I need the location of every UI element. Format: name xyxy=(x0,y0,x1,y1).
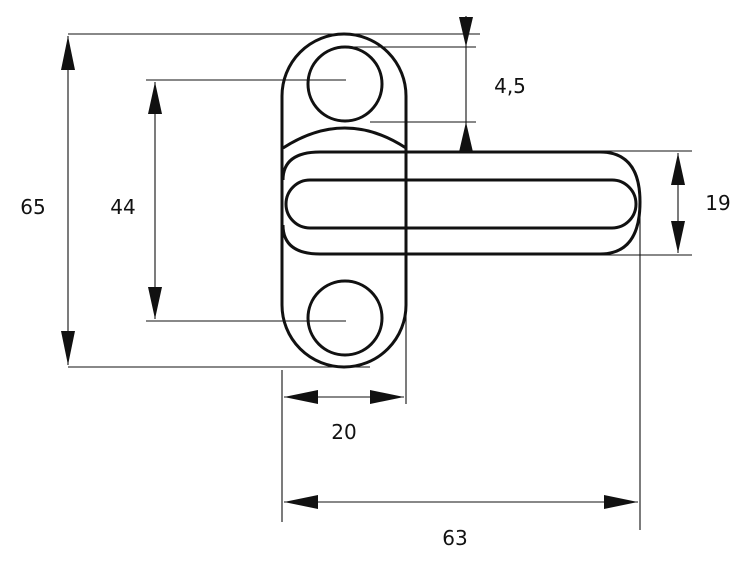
label-hole-spacing: 44 xyxy=(110,195,135,219)
dimension-total-width xyxy=(284,495,638,509)
dimension-hole-spacing xyxy=(148,82,162,319)
dimension-total-height xyxy=(61,36,75,365)
label-total-width: 63 xyxy=(442,526,467,550)
dimension-plate-width xyxy=(284,390,404,404)
dimension-upper-gap xyxy=(459,16,473,152)
label-upper-gap: 4,5 xyxy=(494,74,526,98)
plate-ridge xyxy=(282,126,407,150)
handle-arm xyxy=(281,150,642,256)
lower-screw-hole xyxy=(306,279,384,357)
arm-outline xyxy=(281,150,642,256)
mounting-plate xyxy=(280,32,408,369)
label-handle-height: 19 xyxy=(705,191,730,215)
label-plate-width: 20 xyxy=(331,420,356,444)
extension-lines xyxy=(68,33,692,530)
plate-outline xyxy=(280,32,408,369)
dimension-handle-height xyxy=(671,153,685,253)
arm-groove xyxy=(284,178,638,230)
upper-screw-hole xyxy=(306,45,384,123)
label-total-height: 65 xyxy=(20,195,45,219)
